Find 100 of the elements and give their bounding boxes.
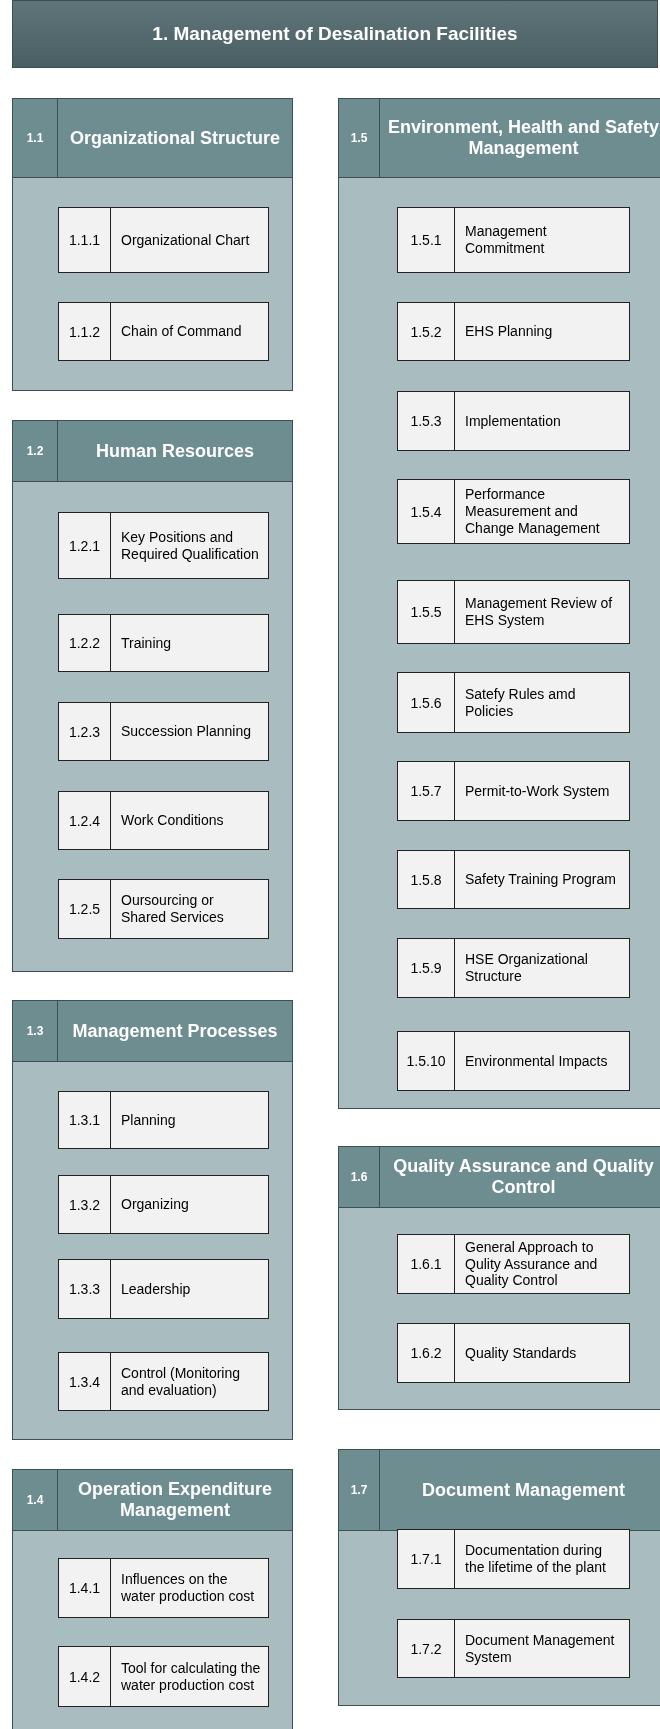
item-label: Oursourcing or Shared Services: [120, 891, 225, 927]
item-box: [58, 614, 269, 672]
item-label: General Approach to Qulity Assurance and Quality Control: [464, 1237, 599, 1291]
section-heading: Quality Assurance and Quality Control: [392, 1155, 655, 1199]
item-label: HSE Organizational Structure: [464, 950, 589, 986]
title-band: 1. Management of Desalination Facilities: [12, 0, 658, 68]
item-label: Permit-to-Work System: [464, 781, 611, 801]
item-number: 1.4.2: [59, 1647, 111, 1706]
item-box: [397, 391, 630, 451]
item-number: 1.2.2: [59, 615, 111, 671]
item-label: Satefy Rules amd Policies: [464, 684, 577, 721]
item-label: Succession Planning: [120, 722, 252, 742]
item-number: 1.7.1: [398, 1530, 455, 1588]
item-label: EHS Planning: [464, 322, 554, 342]
item-number: 1.2.3: [59, 703, 111, 760]
section-heading: Management Processes: [71, 1019, 279, 1043]
section-number: 1.5: [339, 99, 380, 177]
item-number: 1.3.4: [59, 1353, 111, 1410]
item-box: [397, 672, 630, 733]
section-heading: Human Resources: [94, 439, 256, 463]
item-label: Work Conditions: [120, 811, 225, 831]
item-label: Management Review of EHS System: [464, 594, 614, 630]
section-panel: [338, 1146, 660, 1410]
item-number: 1.5.8: [398, 851, 455, 908]
item-number: 1.3.1: [59, 1092, 111, 1148]
item-label: Tool for calculating the water production cost: [120, 1658, 262, 1695]
section-panel: [12, 420, 293, 972]
item-box: [397, 1619, 630, 1678]
item-number: 1.5.7: [398, 762, 455, 820]
section-number: 1.1: [13, 99, 58, 177]
item-number: 1.1.1: [59, 208, 111, 272]
item-box: [397, 938, 630, 998]
item-box: [397, 1234, 630, 1294]
item-label: Implementation: [464, 411, 562, 431]
item-label: Key Positions and Required Qualification: [120, 527, 260, 564]
section-panel: [338, 98, 660, 1109]
item-box: [58, 302, 269, 361]
section-heading: Document Management: [421, 1478, 626, 1502]
item-box: [58, 1175, 269, 1234]
section-heading: Organizational Structure: [68, 126, 281, 150]
item-label: Chain of Command: [120, 322, 243, 342]
section-number: 1.6: [339, 1147, 380, 1207]
item-box: [58, 791, 269, 850]
item-number: 1.5.3: [398, 392, 455, 450]
item-box: [58, 879, 269, 939]
section-number: 1.4: [13, 1470, 58, 1530]
item-label: Planning: [120, 1110, 177, 1130]
item-label: Quality Standards: [464, 1343, 578, 1363]
section-number: 1.7: [339, 1450, 380, 1530]
item-box: [58, 1259, 269, 1319]
section-heading: Environment, Health and Safety Management: [386, 116, 660, 160]
section-heading: Operation Expenditure Management: [77, 1478, 273, 1522]
item-box: [58, 207, 269, 273]
item-number: 1.6.1: [398, 1235, 455, 1293]
item-label: Safety Training Program: [464, 870, 617, 890]
section-number: 1.3: [13, 1001, 58, 1061]
item-box: [58, 1091, 269, 1149]
item-label: Environmental Impacts: [464, 1051, 609, 1071]
section-panel: [12, 1000, 293, 1440]
item-number: 1.5.4: [398, 480, 455, 543]
item-label: Documentation during the lifetime of the plant: [464, 1541, 607, 1577]
item-label: Influences on the water production cost: [120, 1570, 256, 1606]
item-number: 1.5.9: [398, 939, 455, 997]
item-label: Performance Measurement and Change Management: [464, 485, 601, 538]
item-label: Organizational Chart: [120, 230, 251, 250]
item-number: 1.3.3: [59, 1260, 111, 1318]
item-label: Control (Monitoring and evaluation): [120, 1363, 242, 1400]
item-number: 1.2.4: [59, 792, 111, 849]
item-number: 1.7.2: [398, 1620, 455, 1677]
item-box: [58, 1352, 269, 1411]
item-box: [397, 580, 630, 644]
item-box: [58, 1646, 269, 1707]
item-box: [397, 1031, 630, 1091]
item-box: [397, 207, 630, 273]
section-panel: [12, 98, 293, 391]
item-number: 1.2.5: [59, 880, 111, 938]
item-number: 1.5.2: [398, 303, 455, 360]
item-box: [397, 302, 630, 361]
item-number: 1.5.5: [398, 581, 455, 643]
section-panel: [338, 1449, 660, 1706]
item-label: Management Commitment: [464, 222, 548, 258]
item-label: Document Management System: [464, 1630, 616, 1667]
item-label: Organizing: [120, 1195, 190, 1215]
item-number: 1.2.1: [59, 513, 111, 578]
item-number: 1.4.1: [59, 1559, 111, 1617]
item-label: Training: [120, 633, 173, 653]
item-number: 1.1.2: [59, 303, 111, 360]
item-box: [397, 479, 630, 544]
item-number: 1.6.2: [398, 1324, 455, 1382]
item-box: [58, 702, 269, 761]
item-box: [58, 512, 269, 579]
item-number: 1.5.6: [398, 673, 455, 732]
item-box: [397, 1529, 630, 1589]
item-number: 1.5.10: [398, 1032, 455, 1090]
item-box: [397, 761, 630, 821]
item-number: 1.5.1: [398, 208, 455, 272]
section-panel: [12, 1469, 293, 1729]
item-number: 1.3.2: [59, 1176, 111, 1233]
section-number: 1.2: [13, 421, 58, 481]
item-label: Leadership: [120, 1279, 192, 1299]
